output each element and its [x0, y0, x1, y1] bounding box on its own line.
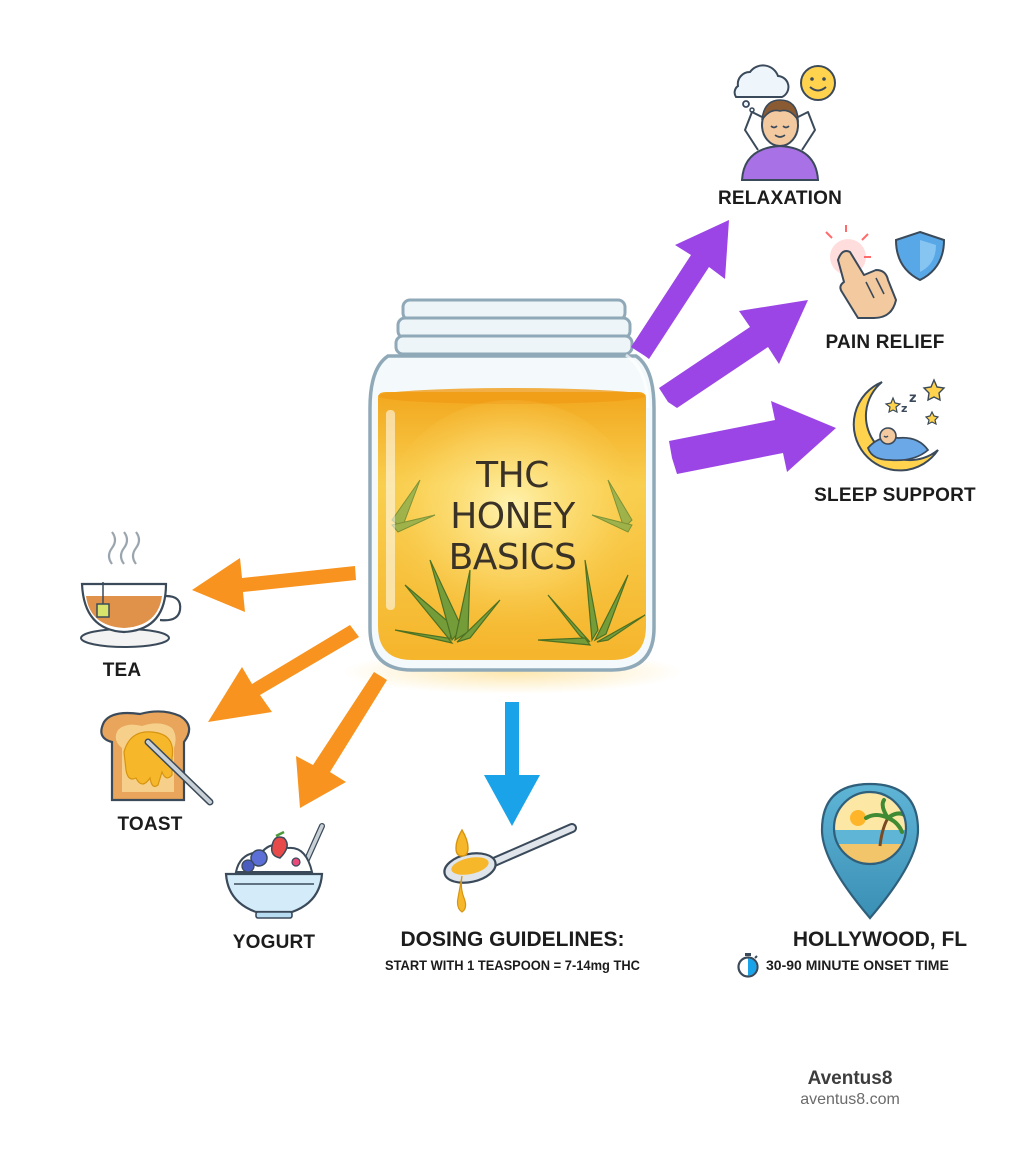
svg-text:z: z — [901, 402, 907, 415]
jar-title: THC HONEY BASICS — [400, 455, 625, 578]
thc-honey-jar — [342, 298, 682, 694]
brand-name: Aventus8 — [807, 1068, 893, 1089]
location-title: HOLLYWOOD, FL — [792, 928, 968, 951]
toast-honey-icon — [100, 710, 214, 806]
arrow-to-dosing — [484, 702, 540, 826]
yogurt-label: YOGURT — [232, 932, 316, 953]
toast-label: TOAST — [117, 814, 183, 835]
benefit-arrows — [631, 220, 836, 474]
relaxing-person-icon — [733, 64, 836, 181]
hand-shield-icon — [825, 225, 946, 319]
jar-title-line-3: BASICS — [448, 537, 577, 578]
pain-relief-label: PAIN RELIEF — [825, 332, 945, 353]
yogurt-bowl-icon — [224, 823, 325, 919]
arrow-to-relaxation — [631, 220, 729, 359]
onset-row: 30-90 MINUTE ONSET TIME — [736, 952, 949, 978]
moon-sleep-icon: z z — [852, 378, 946, 472]
tea-cup-icon — [80, 531, 182, 648]
dosing-detail: START WITH 1 TEASPOON = 7-14mg THC — [385, 957, 640, 973]
tea-label: TEA — [102, 660, 142, 681]
brand-url[interactable]: aventus8.com — [800, 1091, 900, 1108]
use-arrows — [192, 558, 387, 808]
arrow-to-sleep-support — [669, 401, 836, 474]
jar-title-line-1: THC — [476, 455, 549, 496]
dosing-title: DOSING GUIDELINES: — [400, 928, 625, 951]
relaxation-label: RELAXATION — [717, 188, 843, 209]
cannabis-leaf-icon — [537, 559, 646, 646]
arrow-to-tea — [192, 558, 356, 612]
svg-text:z: z — [909, 391, 917, 406]
sleep-support-label: SLEEP SUPPORT — [814, 485, 976, 506]
onset-text: 30-90 MINUTE ONSET TIME — [766, 957, 949, 973]
arrow-to-toast — [208, 625, 359, 722]
honey-spoon-icon — [443, 823, 577, 913]
beach-location-pin-icon — [820, 782, 920, 920]
arrow-to-yogurt — [296, 672, 387, 808]
cannabis-leaf-icon — [391, 479, 633, 533]
cannabis-leaf-icon — [394, 559, 501, 644]
jar-title-line-2: HONEY — [450, 496, 575, 537]
stopwatch-icon — [737, 953, 759, 978]
arrow-to-pain-relief — [659, 300, 808, 408]
